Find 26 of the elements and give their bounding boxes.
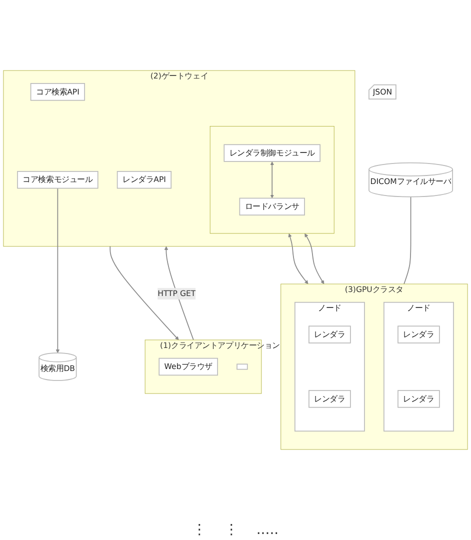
node-box — [30, 83, 86, 101]
node-box — [308, 326, 351, 344]
ellipsis-label: ..... — [256, 522, 279, 538]
ellipsis-label: ⋮ — [192, 522, 206, 538]
node-box — [224, 144, 320, 162]
node-box — [239, 198, 305, 216]
node-box — [398, 326, 440, 344]
cluster — [280, 284, 468, 450]
cluster — [210, 126, 334, 234]
arrow — [110, 246, 179, 340]
arrow — [288, 233, 308, 284]
node-box — [398, 390, 440, 408]
node-box — [17, 170, 98, 189]
arrow — [56, 188, 60, 354]
node-box — [308, 390, 351, 408]
connector — [404, 196, 412, 284]
cluster — [294, 302, 365, 432]
node-box — [158, 358, 218, 376]
node-box — [236, 364, 248, 370]
cluster — [384, 302, 454, 432]
arrow — [270, 161, 274, 198]
arrow — [304, 233, 324, 284]
ellipsis-label: ⋮ — [224, 522, 238, 538]
cluster — [3, 70, 356, 247]
node-box — [116, 170, 172, 189]
cluster — [144, 340, 262, 394]
